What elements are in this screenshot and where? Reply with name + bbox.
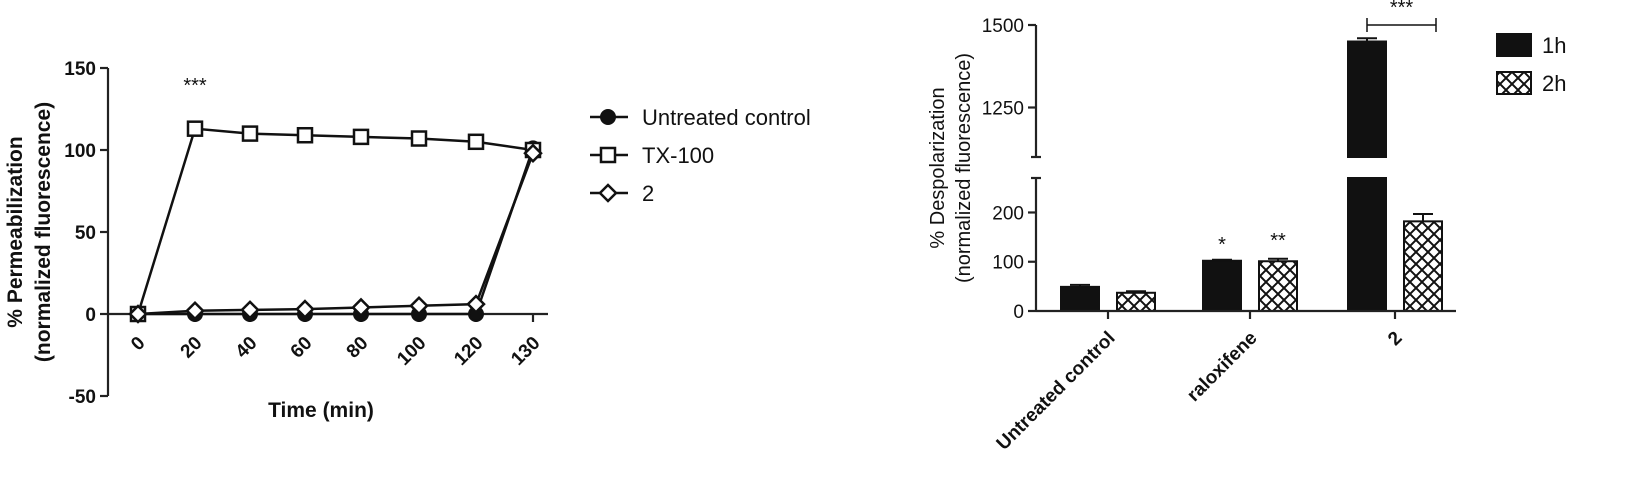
legend: 1h 2h <box>1496 33 1566 96</box>
x-tick-label: 0 <box>127 333 149 355</box>
bar <box>1060 285 1100 313</box>
data-point <box>240 300 260 320</box>
y-axis-label-2: (normalized fluorescence) <box>32 102 55 362</box>
y-tick-label: 1250 <box>982 99 1024 120</box>
bar-lower <box>1347 177 1387 312</box>
data-point <box>241 125 259 142</box>
x-tick-label: 2 <box>1384 328 1406 350</box>
bar-upper <box>1347 40 1387 158</box>
y-axis-label: % Despolarization <box>927 87 949 248</box>
y-tick-label: 50 <box>75 223 96 244</box>
y-tick-label: -50 <box>69 387 96 408</box>
significance-annotation: ** <box>1270 230 1286 252</box>
x-tick-label: 60 <box>287 333 317 363</box>
data-point <box>467 133 485 151</box>
x-tick-label: 40 <box>232 333 262 363</box>
y-tick-label: 150 <box>64 59 96 80</box>
legend-label: TX-100 <box>642 143 714 168</box>
x-tick-label: 80 <box>343 333 373 363</box>
data-point <box>352 128 370 146</box>
series-line <box>138 147 535 316</box>
legend-swatch <box>1496 33 1532 57</box>
x-tick-label: raloxifene <box>1183 328 1261 406</box>
data-point <box>295 299 315 319</box>
x-axis: Untreated control raloxifene 2 <box>993 309 1456 455</box>
bar <box>1116 291 1156 313</box>
bar-chart: 0 100 200 1250 1500 Untreated control raloxif… <box>927 0 1566 455</box>
y-axis-label-2: (normalized fluorescence) <box>953 53 975 283</box>
y-tick-label: 0 <box>1013 302 1024 323</box>
x-tick-label: 120 <box>450 333 487 370</box>
y-tick-label: 100 <box>64 141 96 162</box>
x-tick-label: Untreated control <box>993 328 1120 455</box>
y-tick-label: 0 <box>85 305 96 326</box>
y-axis: 0 100 200 1250 1500 <box>982 16 1041 323</box>
bar <box>1403 220 1443 312</box>
line-chart: -50 0 50 100 150 0 20 40 60 80 100 120 130 *** Time… <box>4 59 811 422</box>
annotations: * ** *** <box>1218 0 1437 256</box>
y-tick-label: 1500 <box>982 16 1024 37</box>
legend-marker <box>600 109 616 125</box>
data-point <box>409 296 429 316</box>
data-point <box>186 120 204 137</box>
x-tick-label: 130 <box>507 333 544 370</box>
legend-marker <box>598 183 618 203</box>
x-tick-label: 20 <box>177 333 207 363</box>
data-point <box>351 297 371 318</box>
legend-marker <box>599 146 617 164</box>
series-line <box>136 127 534 315</box>
data-point <box>185 300 205 321</box>
legend-label: Untreated control <box>642 105 811 130</box>
y-tick-label: 200 <box>992 203 1024 224</box>
significance-annotation: *** <box>1390 0 1414 19</box>
x-tick-label: 100 <box>393 333 430 370</box>
y-axis-label: % Permeabilization <box>4 136 27 327</box>
legend-label: 1h <box>1542 33 1566 58</box>
data-point <box>128 304 148 324</box>
legend-label: 2h <box>1542 71 1566 96</box>
data-point <box>410 130 428 147</box>
x-axis-label: Time (min) <box>268 399 374 422</box>
legend-label: 2 <box>642 181 654 206</box>
bar <box>1202 259 1242 312</box>
x-axis: 0 20 40 60 80 100 120 130 <box>108 312 548 370</box>
data-point <box>466 294 486 314</box>
series-group <box>128 120 543 324</box>
significance-annotation: * <box>1218 234 1226 256</box>
bars-group <box>1060 37 1443 313</box>
bar <box>1258 260 1298 312</box>
legend-swatch <box>1496 71 1532 95</box>
y-tick-label: 100 <box>992 253 1024 274</box>
data-point <box>523 143 543 164</box>
series-line <box>137 152 535 316</box>
y-axis: -50 0 50 100 150 <box>64 59 110 408</box>
data-point <box>296 126 314 144</box>
significance-annotation: *** <box>183 75 207 97</box>
